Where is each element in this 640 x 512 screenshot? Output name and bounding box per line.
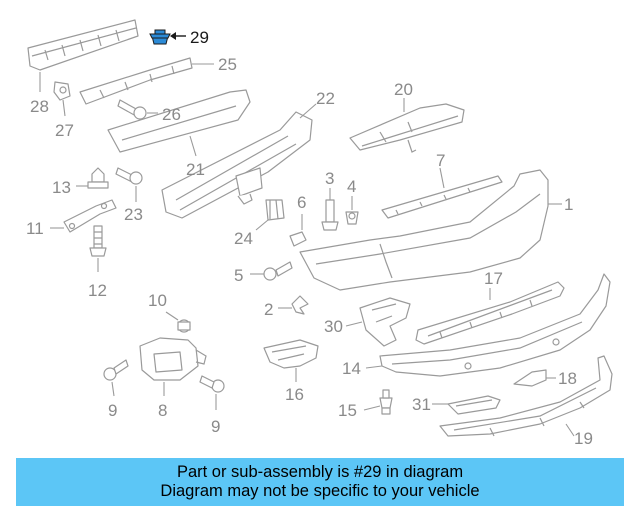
callout-30: 30 <box>324 317 343 336</box>
part-17-absorber-strip <box>415 281 565 345</box>
part-9-bolt-left <box>103 359 129 397</box>
callout-23: 23 <box>124 205 143 224</box>
callout-26: 26 <box>162 105 181 124</box>
part-26-bolt <box>117 99 158 120</box>
callout-19: 19 <box>574 429 593 448</box>
part-2-clip <box>278 295 309 315</box>
parts-diagram: 29 25 28 27 26 21 22 20 13 23 11 12 24 6… <box>26 19 613 448</box>
part-27-clip <box>53 81 71 117</box>
callout-29: 29 <box>190 28 209 47</box>
part-30-bracket <box>345 297 411 347</box>
callout-11: 11 <box>26 219 44 238</box>
callout-10: 10 <box>148 291 167 310</box>
part-11-bracket <box>50 199 117 233</box>
callout-25: 25 <box>218 55 237 74</box>
part-14-lower-cover <box>365 273 611 377</box>
part-22-bumper-beam <box>161 103 317 219</box>
part-19-valance <box>439 355 613 437</box>
callout-28: 28 <box>30 97 49 116</box>
part-16-bracket <box>263 339 319 382</box>
part-8-sensor-bracket <box>139 337 207 396</box>
callout-14: 14 <box>342 359 361 378</box>
callout-4: 4 <box>347 177 356 196</box>
part-1-bumper-cover <box>299 169 562 291</box>
part-24-block <box>255 199 285 231</box>
part-12-stud <box>89 225 107 272</box>
part-29-clip-highlighted[interactable] <box>149 29 171 45</box>
part-18-bracket <box>513 369 556 387</box>
callout-27: 27 <box>55 121 74 140</box>
callout-31: 31 <box>412 395 431 414</box>
banner-line-2: Diagram may not be specific to your vehi… <box>160 482 480 500</box>
callout-2: 2 <box>264 300 273 319</box>
callout-7: 7 <box>436 151 445 170</box>
callout-16: 16 <box>285 385 304 404</box>
info-banner: Part or sub-assembly is #29 in diagram D… <box>16 458 624 506</box>
part-5-bolt <box>250 261 293 281</box>
part-13-clip <box>76 167 109 189</box>
part-21-crossmember <box>107 89 251 157</box>
part-7-strip <box>381 167 503 219</box>
callout-13: 13 <box>52 178 71 197</box>
callout-5: 5 <box>234 266 243 285</box>
callout-6: 6 <box>297 193 306 212</box>
callout-18: 18 <box>558 369 577 388</box>
callout-8: 8 <box>158 401 167 420</box>
part-3-bolt <box>321 188 339 231</box>
part-20-bracket <box>349 98 465 153</box>
callout-21: 21 <box>186 160 205 179</box>
part-25-absorber <box>79 57 214 105</box>
part-6-grommet <box>289 214 307 247</box>
callout-20: 20 <box>394 80 413 99</box>
part-4-clip <box>345 196 359 225</box>
callout-9-right: 9 <box>211 417 220 436</box>
callout-17: 17 <box>484 269 503 288</box>
part-10-clip <box>165 311 191 333</box>
arrow-29 <box>170 32 186 40</box>
callout-3: 3 <box>325 169 334 188</box>
part-28-reinforcement <box>27 19 139 92</box>
callout-22: 22 <box>316 89 335 108</box>
part-23-nut <box>115 167 143 202</box>
part-9-bolt-right <box>199 375 225 410</box>
callout-15: 15 <box>338 401 357 420</box>
banner-line-1: Part or sub-assembly is #29 in diagram <box>176 463 464 481</box>
part-31-bracket <box>432 395 501 415</box>
callout-12: 12 <box>88 281 107 300</box>
part-15-bolt <box>363 389 393 415</box>
callout-24: 24 <box>234 229 253 248</box>
callout-9-left: 9 <box>108 401 117 420</box>
callout-1: 1 <box>564 195 573 214</box>
